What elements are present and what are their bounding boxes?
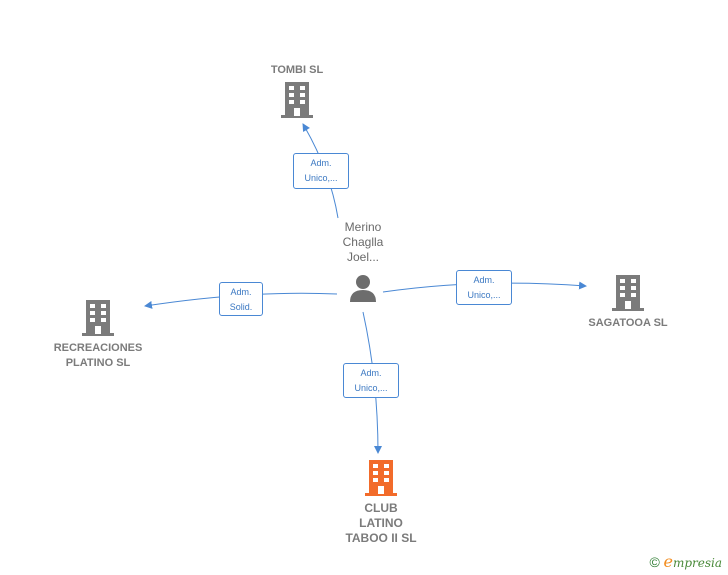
edge-label-tombi[interactable]: Adm. Unico,... — [293, 153, 349, 189]
brand-footer: © empresia — [650, 552, 722, 571]
person-icon — [350, 275, 376, 302]
company-label: TOMBI SL — [270, 64, 324, 76]
building-icon — [82, 300, 114, 336]
company-label: RECREACIONES PLATINO SL — [53, 342, 143, 369]
building-icon-highlighted — [365, 460, 397, 496]
person-node[interactable]: Merino Chaglla Joel... — [320, 220, 406, 308]
company-node-sagatooa[interactable]: SAGATOOA SL — [570, 275, 686, 331]
building-icon — [612, 275, 644, 311]
edge-label-club[interactable]: Adm. Unico,... — [343, 363, 399, 398]
edge-label-recreaciones[interactable]: Adm. Solid. — [219, 282, 263, 316]
company-node-recreaciones[interactable]: RECREACIONES PLATINO SL — [38, 300, 158, 371]
brand-logo-e: e — [663, 552, 673, 571]
edge-label-sagatooa[interactable]: Adm. Unico,... — [456, 270, 512, 305]
company-node-club[interactable]: CLUB LATINO TABOO II SL — [326, 460, 436, 546]
person-label: Merino Chaglla Joel... — [342, 220, 384, 264]
company-label: CLUB LATINO TABOO II SL — [345, 501, 417, 545]
company-node-tombi[interactable]: TOMBI SL — [247, 63, 347, 123]
company-label: SAGATOOA SL — [588, 317, 668, 329]
copyright-icon: © — [649, 554, 660, 570]
building-icon — [281, 82, 313, 118]
brand-logo-text: mpresia — [672, 556, 722, 570]
